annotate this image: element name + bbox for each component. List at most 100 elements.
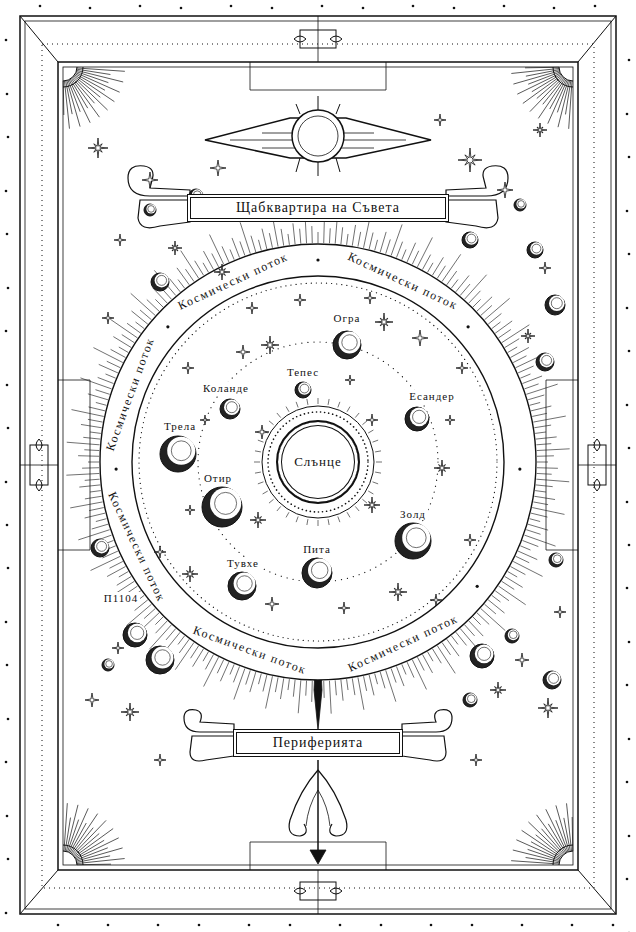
star (182, 362, 194, 374)
planet-light (152, 647, 174, 669)
ray (81, 424, 102, 427)
planet-name: Золд (398, 508, 428, 521)
sunburst-ray (543, 78, 564, 104)
frame-lines (20, 16, 616, 914)
planet-body (102, 659, 114, 671)
ray (300, 229, 301, 244)
ray (442, 642, 450, 654)
ray (155, 617, 163, 625)
star (338, 602, 350, 614)
sunburst-ray (550, 79, 566, 109)
outer-dot (89, 7, 92, 10)
ray (140, 310, 151, 320)
sun-dots (268, 412, 368, 512)
ray (492, 322, 501, 329)
sunburst-arc (63, 67, 77, 81)
ray (432, 649, 441, 663)
planet-name: Есандер (407, 390, 456, 403)
planet-body (514, 199, 526, 211)
ribbon-left (184, 710, 234, 732)
ray (95, 390, 109, 395)
ray (432, 257, 443, 275)
planet-light (540, 353, 554, 367)
planet-body (302, 558, 332, 588)
sun-ray (286, 512, 289, 517)
ray (531, 513, 548, 517)
planet-band (342, 335, 357, 350)
planet-body (220, 399, 240, 419)
ray (412, 251, 418, 265)
star (515, 653, 529, 667)
star (236, 345, 250, 359)
ray (396, 666, 404, 686)
planet (543, 671, 561, 689)
ray (205, 654, 213, 669)
sun-ray (347, 512, 350, 517)
ray (530, 402, 541, 405)
sun-ray (277, 506, 281, 511)
ring-separator-dot (316, 258, 319, 261)
scroll-curls (294, 36, 342, 894)
planet-light (167, 437, 195, 465)
outer-dot (39, 5, 42, 8)
sunburst-ray (556, 820, 568, 852)
planet-body (545, 295, 565, 315)
star (412, 330, 428, 346)
ray (329, 228, 331, 243)
ray (318, 681, 319, 692)
sunburst-ray (511, 68, 559, 73)
planet-name: Огра (332, 312, 363, 325)
node-text: Слънце (294, 454, 342, 470)
ray (217, 660, 223, 674)
ray (222, 246, 229, 262)
star (210, 160, 226, 176)
planet (462, 232, 478, 248)
ray (469, 621, 483, 636)
outer-dot (5, 330, 8, 333)
sun-ray (296, 402, 298, 408)
sunburst-ray (64, 803, 67, 851)
outer-dot (339, 924, 342, 927)
ray (534, 496, 555, 499)
planet-light (339, 332, 361, 354)
planet-light (298, 382, 310, 394)
ray (126, 604, 151, 625)
spike-stem (317, 760, 319, 850)
ray (82, 467, 99, 468)
sun-ray (269, 499, 274, 503)
planet-body (295, 382, 311, 398)
ray (230, 250, 234, 260)
outer-dot (248, 924, 251, 927)
planet-band (518, 201, 525, 208)
ray (477, 297, 492, 311)
planet-light (95, 539, 109, 553)
planet-light (410, 407, 429, 426)
sunburst-arc (553, 67, 573, 87)
outer-dot (6, 93, 9, 96)
planet-light (475, 644, 494, 663)
sunburst-ray (517, 73, 560, 94)
ray (473, 299, 481, 307)
star (154, 546, 166, 558)
outer-dot (430, 924, 433, 927)
ship-legs (296, 158, 340, 176)
sun-circle: Слънце (276, 420, 360, 504)
sunburst-ray (74, 76, 100, 97)
planet-band (300, 384, 309, 393)
sun-ray (373, 482, 379, 484)
ray (532, 413, 547, 416)
ray (417, 657, 424, 670)
star (168, 241, 182, 255)
outer-dot (380, 924, 383, 927)
planet-body (144, 204, 156, 216)
planet-band (237, 576, 252, 591)
sunburst-arc (63, 67, 83, 87)
ray (375, 240, 378, 251)
ray (88, 419, 103, 422)
outer-dot (626, 781, 629, 784)
outer-dot (7, 427, 10, 430)
ray (262, 229, 267, 249)
ray (220, 662, 229, 681)
ray (375, 674, 378, 685)
